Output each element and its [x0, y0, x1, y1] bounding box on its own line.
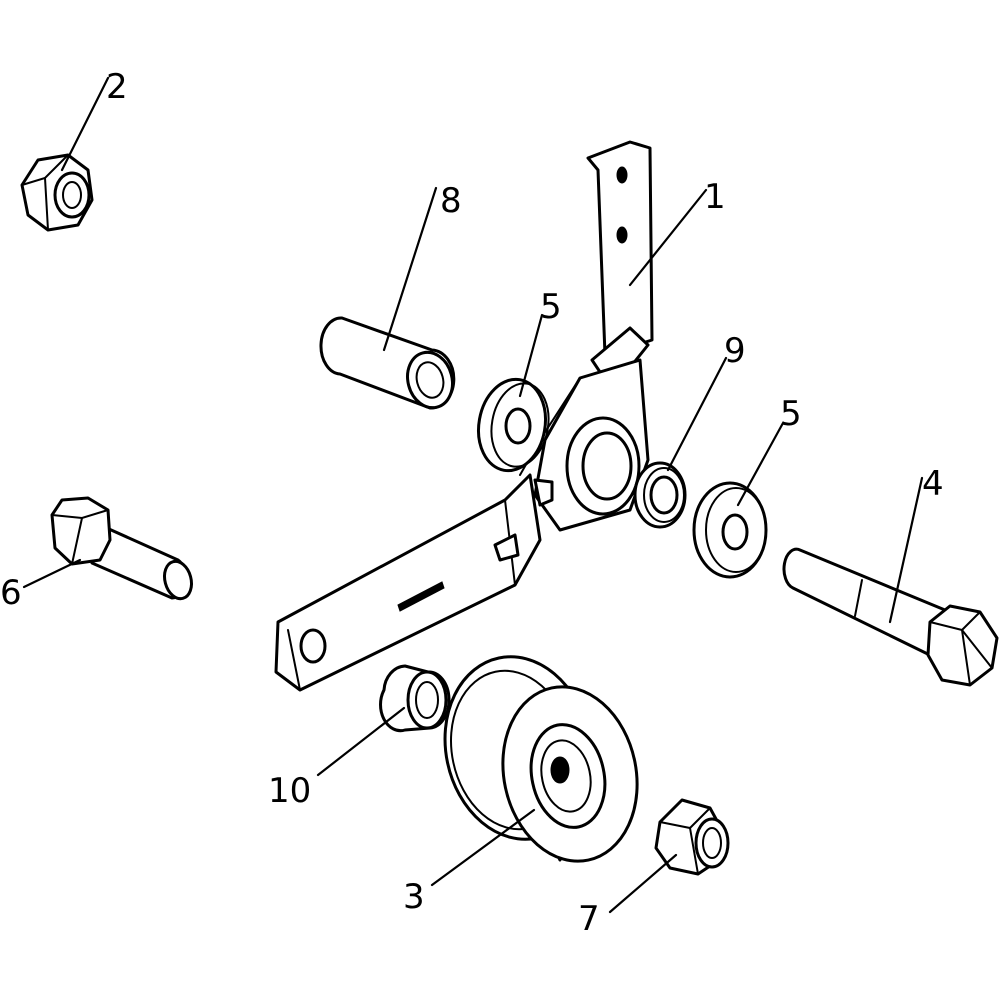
- callout-8: 8: [440, 181, 462, 221]
- part-8-spacer-tube: [319, 316, 456, 410]
- callout-4: 4: [922, 464, 944, 504]
- leader-10: [316, 706, 406, 777]
- callout-5-left: 5: [540, 287, 562, 327]
- leader-9: [666, 356, 728, 472]
- part-5-washer-left: [477, 377, 550, 473]
- part-6-hex-bolt: [50, 496, 193, 601]
- callout-10: 10: [268, 771, 311, 811]
- callout-3: 3: [403, 877, 425, 917]
- part-5-washer-right: [692, 481, 768, 579]
- callout-1: 1: [704, 177, 726, 217]
- callout-5-right: 5: [780, 394, 802, 434]
- leader-3: [430, 808, 536, 887]
- part-2-hex-nut: [20, 153, 94, 232]
- leader-6: [22, 558, 82, 589]
- callout-2: 2: [106, 67, 128, 107]
- part-10-bushing: [379, 664, 451, 733]
- part-3-idler-pulley: [443, 655, 639, 863]
- leader-lines: [22, 76, 924, 914]
- callout-9: 9: [724, 331, 746, 371]
- callout-6: 6: [0, 573, 22, 613]
- leader-1: [628, 188, 708, 287]
- leader-5a: [518, 313, 544, 398]
- callout-labels: 1 2 3 4 5 5 6 7 8 9 10: [0, 67, 944, 939]
- part-1-idler-bracket: [274, 140, 654, 692]
- leader-5b: [736, 421, 785, 507]
- callout-7: 7: [578, 899, 600, 939]
- part-4-hex-bolt: [782, 547, 999, 687]
- part-7-hex-nut: [654, 798, 730, 876]
- part-9-washer: [633, 461, 687, 529]
- leader-2: [60, 76, 110, 172]
- leader-7: [608, 853, 678, 914]
- leader-8: [382, 186, 438, 352]
- leader-4: [888, 476, 924, 624]
